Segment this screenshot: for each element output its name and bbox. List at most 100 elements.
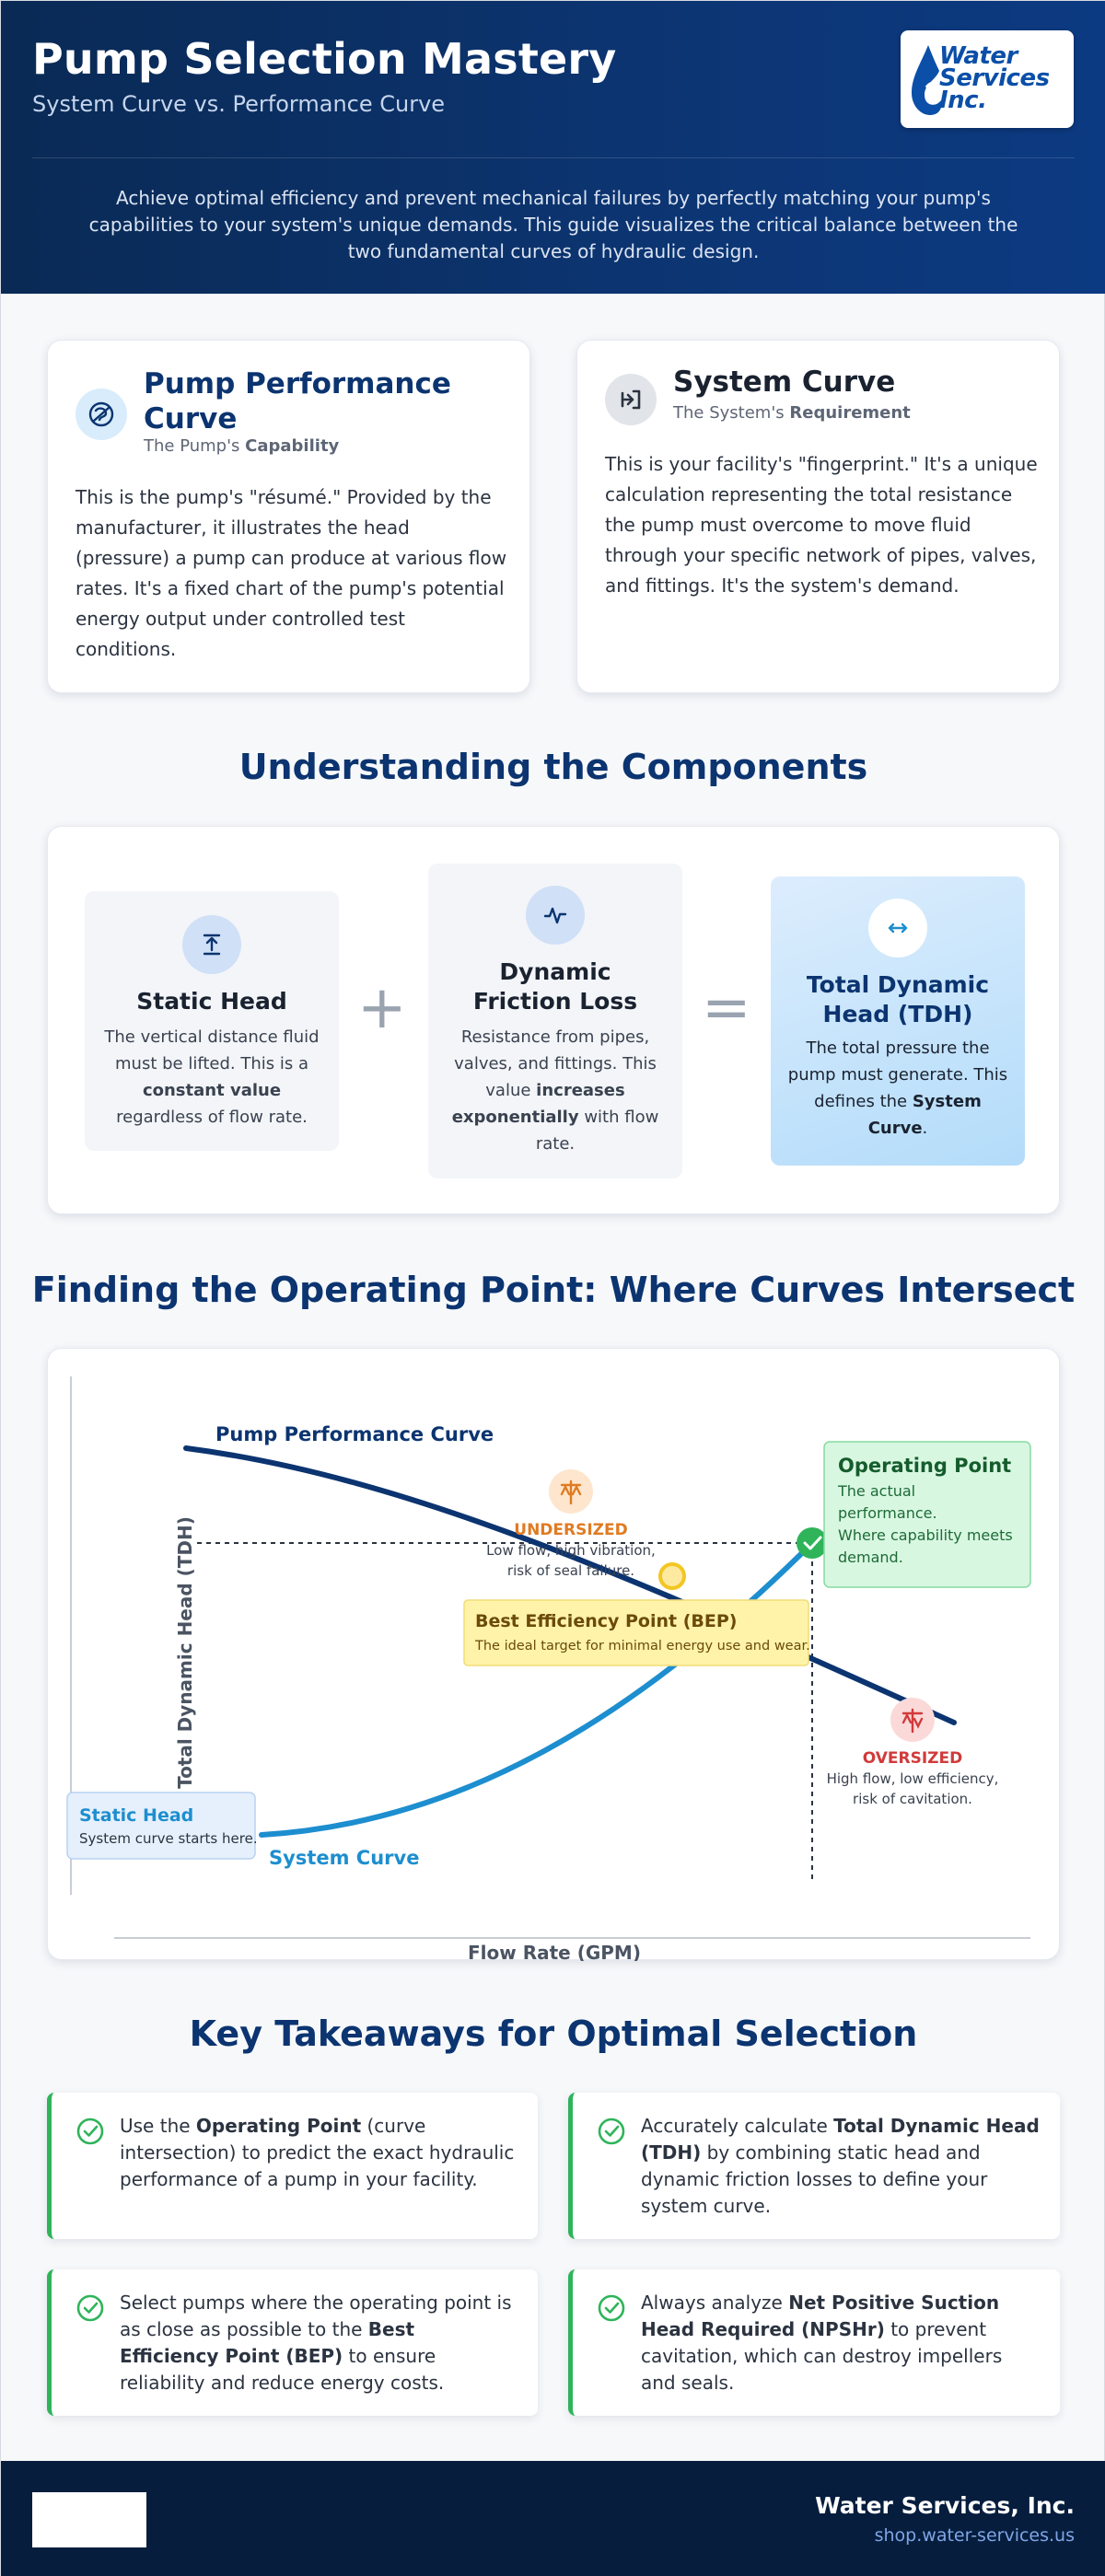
friction-loss-desc: Resistance from pipes, valves, and fitti… [445, 1024, 666, 1157]
logo-line: Services [939, 64, 1050, 92]
desc-part: with flow rate. [535, 1108, 659, 1154]
equals-operator: = [702, 974, 751, 1042]
system-curve-label: System Curve [269, 1847, 419, 1869]
logo-wordmark: Water Services Inc. [939, 42, 1050, 112]
system-card-title: System Curve [673, 366, 896, 399]
takeaway-text: Always analyze Net Positive Suction Head… [641, 2290, 1041, 2396]
undersized-title: UNDERSIZED [514, 1521, 627, 1539]
tag-bold: Capability [245, 436, 340, 456]
title-line: Dynamic [499, 958, 611, 985]
pump-performance-card: Pump Performance Curve The Pump's Capabi… [47, 340, 530, 693]
operating-point-marker[interactable] [797, 1527, 828, 1559]
check-circle-icon [76, 2118, 104, 2145]
text-part: Select pumps where the operating point i… [120, 2292, 512, 2340]
gauge-icon [76, 389, 127, 440]
check-icon [803, 1536, 822, 1550]
title-line: Head (TDH) [822, 1001, 973, 1027]
static-head-component: Static Head The vertical distance fluid … [85, 891, 339, 1151]
bep-title: Best Efficiency Point (BEP) [475, 1611, 737, 1631]
operating-desc-line: performance. [838, 1504, 937, 1522]
text-part: to prevent cavitation, which can destroy… [641, 2318, 1003, 2394]
operating-point-callout: Operating Point The actual performance. … [823, 1441, 1031, 1588]
system-curve-card: System Curve The System's Requirement Th… [576, 340, 1060, 693]
company-logo[interactable]: Water Services Inc. [901, 30, 1074, 128]
intro-text: Achieve optimal efficiency and prevent m… [88, 187, 1018, 262]
components-card: Static Head The vertical distance fluid … [47, 826, 1060, 1214]
takeaway-card: Use the Operating Point (curve intersect… [47, 2093, 538, 2239]
oversized-desc-line: risk of cavitation. [853, 1791, 972, 1807]
water-drop-icon [912, 45, 942, 115]
takeaway-text: Use the Operating Point (curve intersect… [120, 2113, 519, 2193]
desc-bold: System Curve [867, 1092, 982, 1138]
static-head-callout: Static Head System curve starts here. [66, 1792, 258, 1860]
static-head-callout-box [66, 1792, 256, 1860]
operating-point-title: Operating Point [838, 1455, 1011, 1477]
tdh-desc: The total pressure the pump must generat… [787, 1035, 1008, 1142]
pump-curve-label: Pump Performance Curve [215, 1423, 494, 1445]
components-section-title: Understanding the Components [238, 747, 868, 787]
undersized-desc-line: Low flow, high vibration, [486, 1542, 656, 1559]
title-line: Friction Loss [472, 988, 638, 1015]
desc-part: The total pressure the pump must generat… [787, 1039, 1008, 1111]
check-circle-icon [76, 2294, 104, 2322]
pump-card-tag: The Pump's Capability [144, 436, 339, 456]
exit-icon [605, 374, 657, 425]
operating-desc-line: Where capability meets [838, 1526, 1013, 1544]
title-line: Total Dynamic [806, 971, 990, 998]
system-card-tag: The System's Requirement [673, 403, 911, 423]
takeaway-text: Accurately calculate Total Dynamic Head … [641, 2113, 1041, 2220]
tag-bold: Requirement [789, 403, 911, 423]
text-part: to ensure reliability and reduce energy … [120, 2345, 445, 2394]
footer: Water Services, Inc. shop.water-services… [1, 2461, 1105, 2576]
plus-operator: + [357, 974, 407, 1042]
bep-callout-box [463, 1599, 809, 1666]
takeaway-card: Always analyze Net Positive Suction Head… [568, 2269, 1060, 2416]
desc-part: . [922, 1119, 928, 1138]
bep-marker[interactable] [658, 1562, 686, 1590]
tag-prefix: The Pump's [144, 436, 246, 456]
desc-part: Resistance from pipes, valves, and fitti… [454, 1027, 657, 1100]
horizontal-arrows-icon [868, 899, 927, 957]
text-bold: Best Efficiency Point (BEP) [120, 2318, 415, 2367]
footer-company-name: Water Services, Inc. [815, 2492, 1075, 2519]
operating-desc-line: The actual [837, 1482, 915, 1500]
text-part: (curve intersection) to predict the exac… [120, 2115, 515, 2190]
tag-prefix: The System's [673, 403, 790, 423]
pulse-icon [526, 886, 585, 945]
footer-logo-placeholder [32, 2492, 146, 2547]
page-title: Pump Selection Mastery [32, 34, 617, 84]
pump-performance-curve-line [183, 1445, 957, 1725]
y-axis-label: Total Dynamic Head (TDH) [174, 1516, 196, 1789]
text-part: Always analyze [641, 2292, 789, 2314]
tdh-title: Total Dynamic Head (TDH) [771, 970, 1025, 1029]
footer-url-link[interactable]: shop.water-services.us [874, 2525, 1075, 2546]
text-bold: Operating Point [195, 2115, 362, 2137]
undersized-icon [560, 1479, 582, 1505]
oversized-desc-line: High flow, low efficiency, [827, 1770, 999, 1787]
pump-card-body: This is the pump's "résumé." Provided by… [76, 486, 507, 660]
text-part: Accurately calculate [641, 2115, 834, 2137]
operating-callout-box [823, 1441, 1031, 1588]
desc-part: The vertical distance fluid must be lift… [104, 1027, 320, 1073]
desc-part: regardless of flow rate. [116, 1108, 308, 1127]
check-circle-icon [598, 2294, 625, 2322]
friction-loss-component: Dynamic Friction Loss Resistance from pi… [428, 864, 682, 1178]
operating-point-chart: Flow Rate (GPM) Total Dynamic Head (TDH)… [47, 1348, 1060, 1961]
text-part: by combining static head and dynamic fri… [641, 2141, 988, 2217]
bep-desc: The ideal target for minimal energy use … [474, 1639, 810, 1654]
takeaway-card: Accurately calculate Total Dynamic Head … [568, 2093, 1060, 2239]
chart-section-title: Finding the Operating Point: Where Curve… [31, 1270, 1076, 1310]
takeaway-text: Select pumps where the operating point i… [120, 2290, 519, 2396]
logo-line: Water [939, 42, 1018, 70]
check-circle-icon [598, 2118, 625, 2145]
static-head-desc: The vertical distance fluid must be lift… [101, 1024, 322, 1131]
static-head-callout-desc: System curve starts here. [79, 1830, 258, 1847]
oversized-icon [901, 1708, 924, 1734]
takeaway-card: Select pumps where the operating point i… [47, 2269, 538, 2416]
tdh-component: Total Dynamic Head (TDH) The total press… [771, 876, 1025, 1166]
desc-bold: increases exponentially [451, 1081, 625, 1127]
oversized-title: OVERSIZED [863, 1749, 962, 1768]
pump-card-title: Pump Performance Curve [144, 367, 451, 435]
header: Pump Selection Mastery System Curve vs. … [1, 1, 1105, 294]
